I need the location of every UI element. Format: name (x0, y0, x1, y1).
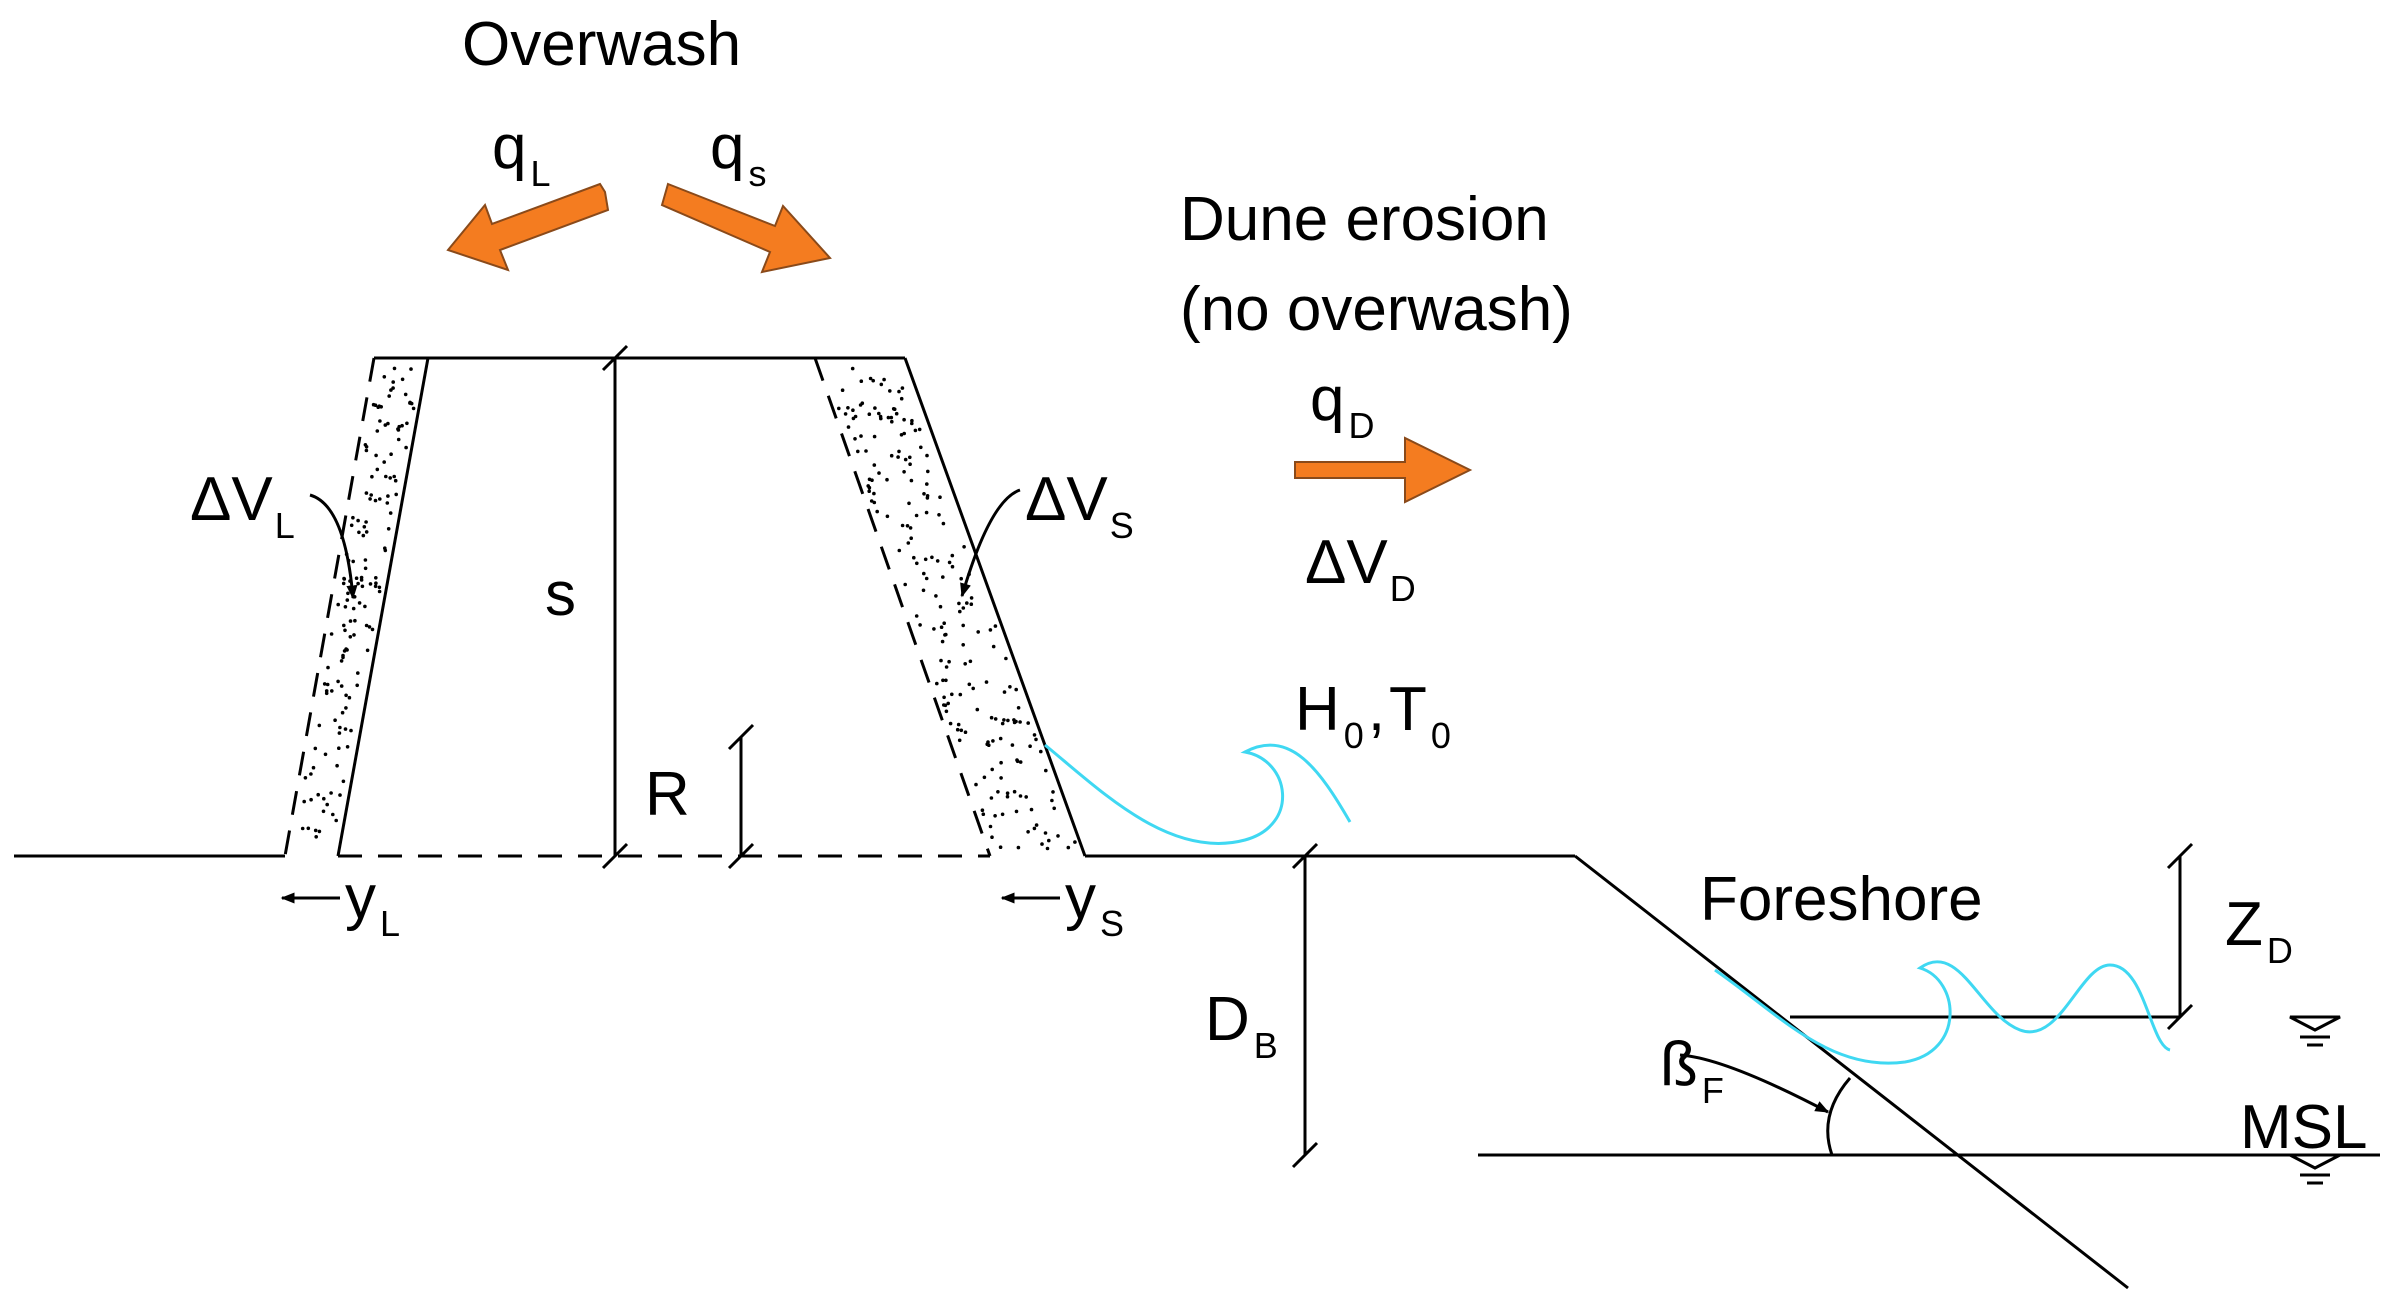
landward-sand-stipple (300, 366, 416, 839)
landward-eroded-edge (283, 357, 376, 857)
qd-dune-erosion-arrow (1294, 436, 1473, 504)
dune-profile (283, 356, 1087, 857)
ql-overwash-arrow (446, 182, 610, 272)
r-label: R (645, 760, 690, 829)
overwash-label: Overwash (462, 10, 741, 79)
seaward-sand-stipple (837, 366, 1077, 851)
betaf-leader-arrow (1679, 1053, 1830, 1114)
dune-erosion-label: Dune erosion (1180, 185, 1549, 254)
water-level-symbol (2289, 1015, 2341, 1047)
foreshore-angle-arc (1826, 1077, 1852, 1156)
ground-lines (14, 854, 2380, 1290)
msl-label: MSL (2240, 1093, 2367, 1162)
s-label: s (545, 560, 576, 629)
no-overwash-label: (no overwash) (1180, 275, 1573, 344)
foreshore-label: Foreshore (1700, 865, 1983, 934)
seaward-eroded-edge (813, 357, 992, 857)
seaward-dune-face (903, 357, 1087, 857)
qs-overwash-arrow (660, 182, 832, 274)
dvd-label: ΔVD (1305, 528, 1416, 609)
dvs-label: ΔVS (1025, 465, 1134, 546)
dvl-label: ΔVL (190, 465, 295, 546)
incident-wave (1044, 743, 1352, 846)
swash-wave (1714, 960, 2171, 1065)
dimension-lines (601, 344, 2194, 1169)
msl-symbol (2289, 1153, 2341, 1185)
dvs-leader-arrow (960, 488, 1021, 598)
landward-dune-face (336, 357, 430, 857)
foreshore-slope-line (1574, 854, 2129, 1290)
dvl-leader-arrow (309, 493, 358, 600)
